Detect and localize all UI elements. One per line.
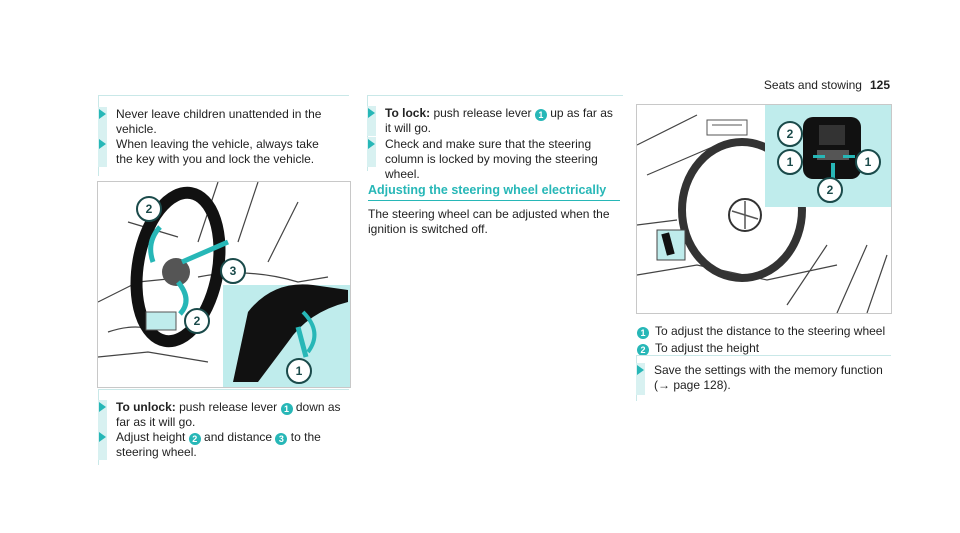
bullet-arrow-icon (368, 108, 375, 118)
page-header: Seats and stowing 125 (764, 78, 890, 92)
section-paragraph: The steering wheel can be adjusted when … (368, 207, 610, 236)
section-title: Adjusting the steering wheel electricall… (368, 183, 607, 197)
save-step: Save the settings with the memory functi… (636, 363, 890, 395)
fig1-marker-1: 1 (286, 358, 312, 384)
fig1-marker-2: 2 (136, 196, 162, 222)
steering-manual-figure: 2 3 2 1 (97, 181, 351, 388)
steering-electric-illustration (637, 105, 891, 313)
ref-marker: 1 (280, 403, 293, 415)
ref-marker: 1 (534, 109, 547, 121)
ref-marker: 3 (275, 433, 288, 445)
lock-step: To lock: push release lever 1 up as far … (367, 106, 622, 136)
fig2-marker-1: 1 (777, 149, 803, 175)
check-step: Check and make sure that the steering co… (367, 137, 622, 182)
unlock-step: To unlock: push release lever 1 down as … (98, 400, 348, 430)
bullet-item: Never leave children unattended in the v… (98, 107, 348, 137)
caption-marker: 1 (637, 327, 649, 339)
fig2-marker-2b: 2 (817, 177, 843, 203)
adjust-step: Adjust height 2 and distance 3 to the st… (98, 430, 348, 460)
bullet-arrow-icon (99, 139, 106, 149)
section-divider (368, 200, 620, 201)
ref-marker: 2 (188, 433, 201, 445)
bullet-arrow-icon (99, 432, 106, 442)
bullet-arrow-icon (368, 139, 375, 149)
fig1-marker-2b: 2 (184, 308, 210, 334)
bullet-arrow-icon (637, 365, 644, 375)
caption-marker: 2 (637, 344, 649, 356)
page-reference-link[interactable]: (→ page 128). (654, 378, 731, 392)
steering-electric-figure: 2 1 1 2 (636, 104, 892, 314)
bullet-arrow-icon (99, 109, 106, 119)
steering-manual-illustration (98, 182, 350, 387)
fig2-marker-2: 2 (777, 121, 803, 147)
fig2-marker-1b: 1 (855, 149, 881, 175)
fig1-marker-3: 3 (220, 258, 246, 284)
page-number: 125 (869, 78, 890, 92)
header-section: Seats and stowing (763, 78, 862, 92)
bullet-item: When leaving the vehicle, always take th… (98, 137, 348, 167)
bullet-arrow-icon (99, 402, 106, 412)
